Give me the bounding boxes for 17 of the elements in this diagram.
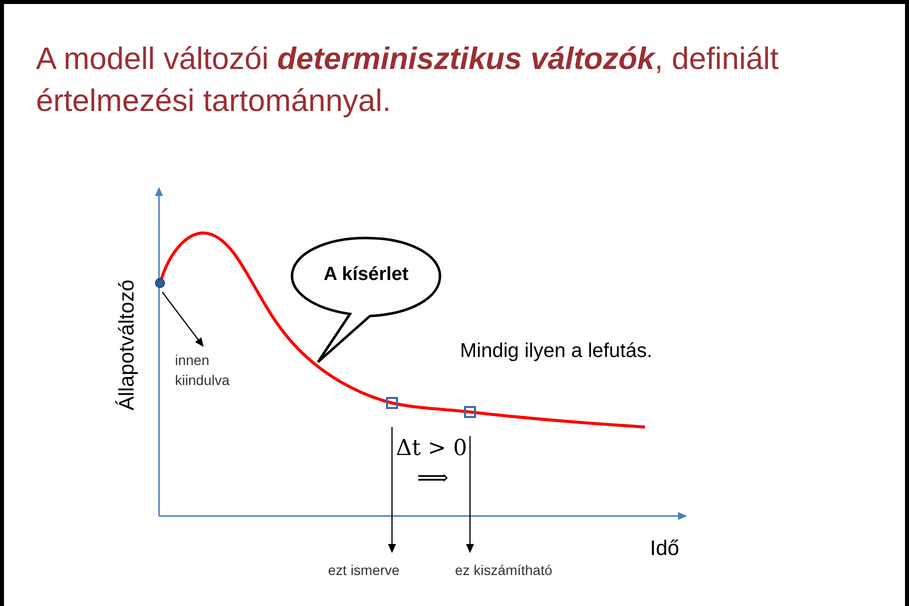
math-expression: Δt > 0 bbox=[396, 436, 468, 461]
math-symbol: ⟹ bbox=[417, 466, 449, 491]
bubble-text: A kísérlet bbox=[322, 264, 410, 286]
arrow bbox=[388, 427, 396, 553]
slide-title: A modell változói determinisztikus változók, definiált értelmezési tartománnyal. bbox=[36, 40, 780, 120]
annotation-text: innen kiindulva bbox=[175, 350, 265, 392]
annotation-text: ez kiszámítható bbox=[455, 560, 585, 580]
axis-title: Állapotváltozó bbox=[115, 280, 140, 410]
axis-title: Idő bbox=[650, 537, 680, 561]
speech-bubble bbox=[290, 236, 442, 366]
annotation-text: ezt ismerve bbox=[328, 560, 428, 580]
arrow bbox=[466, 436, 474, 553]
start-point bbox=[155, 278, 165, 288]
annotation-text: Mindig ilyen a lefutás. bbox=[460, 340, 652, 363]
point-marker bbox=[386, 397, 398, 409]
point-marker bbox=[464, 406, 476, 418]
arrow bbox=[162, 292, 204, 347]
